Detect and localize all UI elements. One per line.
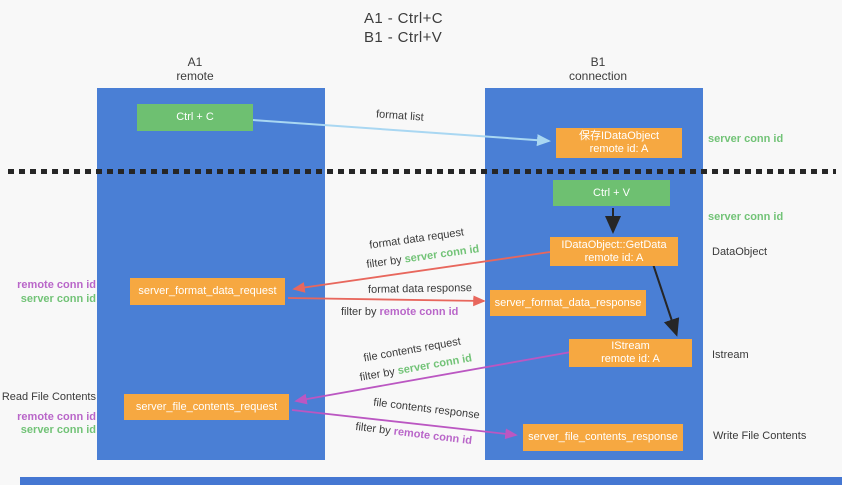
bottom-bar <box>20 477 842 485</box>
server-conn-id-annotation-left-top: server conn id <box>20 293 96 305</box>
server-conn-id-keyword: server conn id <box>403 243 481 266</box>
filter-by-text: filter by <box>358 365 396 384</box>
file-contents-response-label: file contents response <box>372 396 481 422</box>
remote-conn-id-keyword: remote conn id <box>392 425 473 448</box>
write-file-contents-annotation: Write File Contents <box>713 430 807 442</box>
istream-node: IStream remote id: A <box>569 339 692 367</box>
server-file-contents-request-node: server_file_contents_request <box>124 394 289 420</box>
filter-by-text: filter by <box>365 254 403 271</box>
format-list-label: format list <box>375 108 425 124</box>
format-data-response-label: format data response <box>367 282 473 296</box>
diagram-title: A1 - Ctrl+C B1 - Ctrl+V <box>364 9 443 47</box>
server-format-data-request-label: server_format_data_request <box>138 285 277 297</box>
server-conn-id-annotation-mid: server conn id <box>708 211 784 223</box>
save-dataobject-line1: 保存IDataObject <box>578 130 660 142</box>
server-conn-id-annotation-left-bottom: server conn id <box>20 424 96 436</box>
istream-annotation: Istream <box>712 349 749 361</box>
save-dataobject-node: 保存IDataObject remote id: A <box>556 128 682 158</box>
server-file-contents-response-node: server_file_contents_response <box>523 424 683 451</box>
server-format-data-response-node: server_format_data_response <box>490 290 646 316</box>
dataobject-annotation: DataObject <box>712 246 768 258</box>
save-dataobject-line2: remote id: A <box>589 143 649 155</box>
remote-conn-id-keyword: remote conn id <box>379 306 459 318</box>
file-contents-response-filter-label: filter by remote conn id <box>355 421 473 447</box>
ctrl-v-node: Ctrl + V <box>553 180 670 206</box>
filter-by-text: filter by <box>354 420 392 438</box>
server-conn-id-annotation-top: server conn id <box>708 133 784 145</box>
lane-header-b1: B1 connection <box>543 55 653 83</box>
filter-by-text: filter by <box>341 306 377 318</box>
getdata-line1: IDataObject::GetData <box>561 238 667 251</box>
server-format-data-request-node: server_format_data_request <box>130 278 285 305</box>
getdata-node: IDataObject::GetData remote id: A <box>550 237 678 266</box>
lane-b1-name: B1 <box>590 55 606 69</box>
lane-a1-role: remote <box>176 69 214 83</box>
remote-conn-id-annotation-left-bottom: remote conn id <box>17 411 96 423</box>
title-line-1: A1 - Ctrl+C <box>364 10 443 27</box>
server-file-contents-response-label: server_file_contents_response <box>528 431 678 443</box>
read-file-contents-annotation: Read File Contents <box>1 391 96 403</box>
server-format-data-response-label: server_format_data_response <box>494 296 642 309</box>
session-divider-dotted-line <box>8 169 836 174</box>
istream-line2: remote id: A <box>601 353 660 365</box>
remote-conn-id-annotation-left-top: remote conn id <box>17 279 96 291</box>
lane-header-a1: A1 remote <box>140 55 250 83</box>
format-data-response-filter-label: filter by remote conn id <box>341 306 458 318</box>
lane-a1-name: A1 <box>187 55 203 69</box>
ctrl-v-label: Ctrl + V <box>593 186 630 199</box>
ctrl-c-label: Ctrl + C <box>176 111 214 123</box>
istream-line1: IStream <box>611 340 650 352</box>
title-line-2: B1 - Ctrl+V <box>364 29 443 46</box>
getdata-line2: remote id: A <box>584 251 644 264</box>
lane-b1-role: connection <box>568 69 628 83</box>
ctrl-c-node: Ctrl + C <box>137 104 253 131</box>
server-file-contents-request-label: server_file_contents_request <box>135 400 278 413</box>
